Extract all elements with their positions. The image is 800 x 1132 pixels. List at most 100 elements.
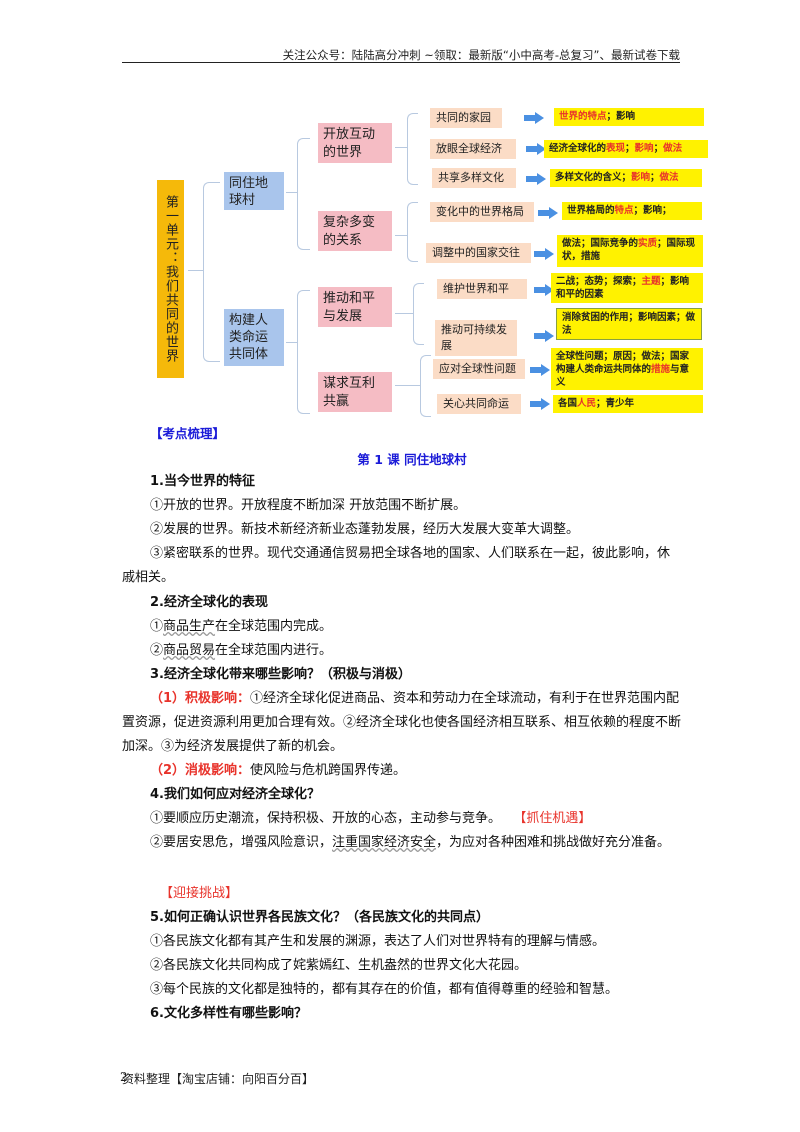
arrow-right-icon <box>524 112 544 124</box>
point-text: ；影响和平的因素 <box>556 276 690 300</box>
footer-text: 资料整理【淘宝店铺：向阳百分百】 <box>122 1072 315 1086</box>
brace-root-tick <box>188 270 203 271</box>
q2-item: ①商品生产在全球范围内完成。 <box>150 615 710 639</box>
point-text: 世界格局的 <box>567 205 615 216</box>
negative-label: （2）消极影响： <box>150 763 251 778</box>
points-fangyan-jingji: 经济全球化的表现；影响；做法 <box>544 140 708 158</box>
point-text: 经济全球化的 <box>549 143 607 154</box>
point-highlight: 实质 <box>638 238 658 249</box>
q5-item: ①各民族文化都有其产生和发展的渊源，表达了人们对世界特有的理解与情感。 <box>150 934 606 949</box>
brace-fuza-tick <box>395 235 407 236</box>
q3-title: 3.经济全球化带来哪些影响？（积极与消极） <box>150 667 411 682</box>
point-highlight: 影响 <box>631 172 651 183</box>
lesson-gongxiang-wenhua: 共享多样文化 <box>432 168 516 188</box>
lesson-gongtong-jiayuan: 共同的家园 <box>430 108 502 128</box>
point-text: 与意义 <box>556 364 690 388</box>
branch-tongzhu: 同住地球村 <box>224 172 284 210</box>
points-quanqiu-wenti: 全球性问题；原因；做法；国家构建人类命运共同体的措施与意义 <box>551 348 703 390</box>
arrow-right-icon <box>534 330 554 342</box>
header-divider <box>122 62 680 63</box>
page-number: 2 <box>120 1070 128 1084</box>
arrow-right-icon <box>534 284 554 296</box>
lesson-weihu-heping: 维护世界和平 <box>437 279 527 299</box>
points-gongtong-jiayuan: 世界的特点；影响 <box>554 108 704 126</box>
brace-mouqiu-tick <box>395 385 420 386</box>
positive-label: （1）积极影响： <box>150 691 251 706</box>
branch-goujian: 构建人类命运共同体 <box>224 309 284 366</box>
brace-goujian <box>297 290 310 414</box>
page-header: 关注公众号：陆陆高分冲刺 ~领取：最新版“小中高考-总复习”、最新试卷下载 <box>282 48 680 62</box>
point-highlight: 世界的特点 <box>559 111 607 122</box>
lesson-kechixu: 推动可持续发展 <box>435 320 517 356</box>
brace-kaifang <box>407 113 418 185</box>
point-highlight: 做法 <box>663 143 683 154</box>
points-gongxiang-wenhua: 多样文化的含义；影响；做法 <box>550 169 702 187</box>
q5-title: 5.如何正确认识世界各民族文化？（各民族文化的共同点） <box>150 910 489 925</box>
point-text: 二战；态势；探索； <box>556 276 642 287</box>
negative-text: 使风险与危机跨国界传递。 <box>250 763 407 778</box>
item-text: ，为应对各种困难和挑战做好充分准备。 <box>436 835 671 850</box>
item-text: 在全球范围内进行。 <box>215 643 333 658</box>
item-prefix: ② <box>150 643 164 658</box>
item-text: 在全球范围内完成。 <box>215 619 333 634</box>
brace-goujian-tick <box>286 342 297 343</box>
lesson-title: 第 1 课 同住地球村 <box>357 452 467 467</box>
brace-tuidong-tick <box>395 313 413 314</box>
arrow-right-icon <box>526 143 546 155</box>
arrow-right-icon <box>534 248 554 260</box>
points-guojia-jiaowang: 做法；国际竞争的实质；国际现状，措施 <box>557 235 703 267</box>
points-kechixu: 消除贫困的作用；影响因素；做法 <box>556 308 702 340</box>
q3-positive: （1）积极影响：①经济全球化促进商品、资本和劳动力在全球流动，有利于在世界范围内… <box>122 687 682 759</box>
point-text: 消除贫困的作用；影响因素；做法 <box>562 312 696 336</box>
point-text: ； <box>653 143 664 154</box>
brace-tuidong <box>413 283 424 345</box>
points-weihu-heping: 二战；态势；探索；主题；影响和平的因素 <box>551 273 703 303</box>
arrow-right-icon <box>530 364 550 376</box>
q1-item: ①开放的世界。开放程度不断加深 开放范围不断扩展。 <box>150 498 467 513</box>
points-gongtong-mingyun: 各国人民；青少年 <box>553 395 703 413</box>
brace-tongzhu <box>297 138 310 250</box>
brace-fuza <box>407 202 418 262</box>
tag-meet-challenge: 【迎接挑战】 <box>160 886 239 901</box>
point-text: ；影响； <box>633 205 672 216</box>
brace-kaifang-tick <box>395 147 407 148</box>
point-text: 全球性问题；原因；做法；国家构建人类命运共同体的 <box>556 351 690 375</box>
point-highlight: 影响 <box>634 143 654 154</box>
point-highlight: 特点 <box>614 205 634 216</box>
section-tag: 【考点梳理】 <box>150 426 226 441</box>
item-prefix: ① <box>150 619 164 634</box>
lesson-shijie-geju: 变化中的世界格局 <box>430 202 534 222</box>
point-text: 多样文化的含义； <box>555 172 632 183</box>
q2-title: 2.经济全球化的表现 <box>150 595 268 610</box>
underlined-term: 商品贸易 <box>163 643 216 658</box>
q2-item: ②商品贸易在全球范围内进行。 <box>150 639 710 663</box>
topic-tuidong: 推动和平与发展 <box>318 287 392 327</box>
q5-item: ③每个民族的文化都是独特的，都有其存在的价值，都有值得尊重的经验和智慧。 <box>150 982 619 997</box>
point-text: ； <box>650 172 660 183</box>
q5-item: ②各民族文化共同构成了姹紫嫣红、生机盎然的世界文化大花园。 <box>150 958 528 973</box>
lesson-gongtong-mingyun: 关心共同命运 <box>437 394 521 414</box>
arrow-right-icon <box>538 207 558 219</box>
brace-mouqiu <box>420 355 431 417</box>
positive-text: ①经济全球化促进商品、资本和劳动力在全球流动，有利于在世界范围内配置资源，促进资… <box>122 691 682 754</box>
q1-item: ②发展的世界。新技术新经济新业态蓬勃发展，经历大发展大变革大调整。 <box>150 522 580 537</box>
topic-mouqiu: 谋求互利共赢 <box>318 372 392 412</box>
underlined-term: 注重国家经济安全 <box>332 835 437 850</box>
brace-tongzhu-tick <box>286 192 297 193</box>
lesson-quanqiu-wenti: 应对全球性问题 <box>433 359 525 379</box>
item-text: ①要顺应历史潮流，保持积极、开放的心态，主动参与竞争。 <box>150 811 502 826</box>
q6-title: 6.文化多样性有哪些影响？ <box>150 1006 307 1021</box>
point-text: 做法；国际竞争的 <box>562 238 639 249</box>
arrow-right-icon <box>526 173 546 185</box>
topic-kaifang: 开放互动的世界 <box>318 123 392 163</box>
underlined-term: 商品生产 <box>163 619 216 634</box>
q1-item: ③紧密联系的世界。现代交通通信贸易把全球各地的国家、人们联系在一起，彼此影响，休… <box>122 546 671 585</box>
lesson-guojia-jiaowang: 调整中的国家交往 <box>426 243 531 263</box>
q4-title: 4.我们如何应对经济全球化？ <box>150 787 320 802</box>
point-text: ；青少年 <box>596 398 635 409</box>
arrow-right-icon <box>530 398 550 410</box>
point-highlight: 措施 <box>651 364 671 375</box>
lesson-fangyan-jingji: 放眼全球经济 <box>430 139 516 159</box>
point-highlight: 人民 <box>577 398 597 409</box>
point-highlight: 做法 <box>659 172 679 183</box>
